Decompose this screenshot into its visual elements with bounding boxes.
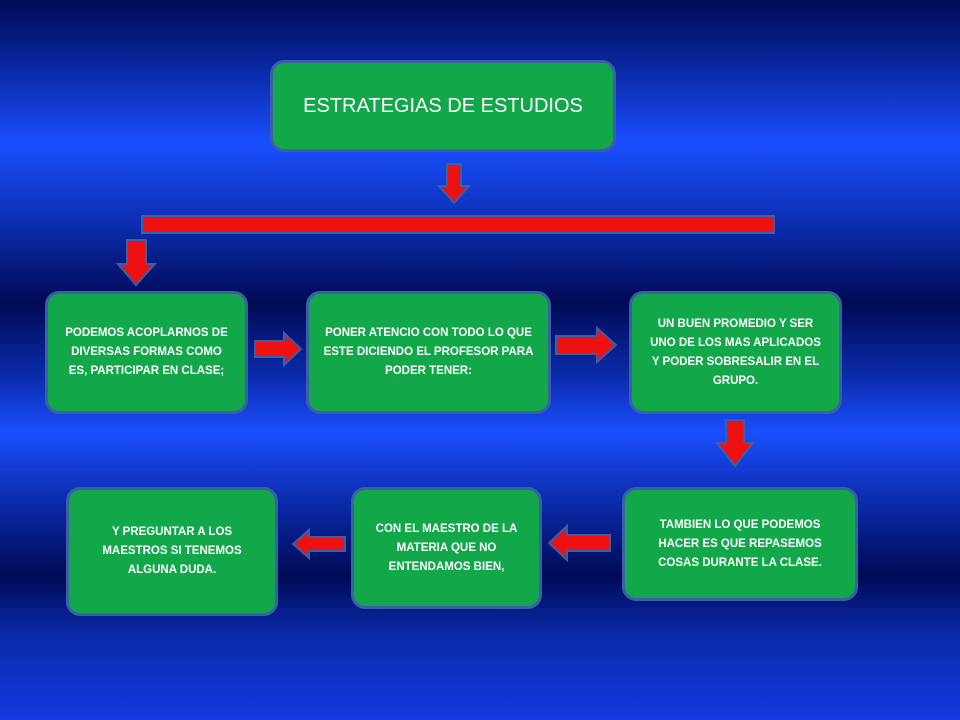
step-box-5: CON EL MAESTRO DE LA MATERIA QUE NO ENTE…: [351, 487, 542, 609]
step-text-3: UN BUEN PROMEDIO Y SER UNO DE LOS MAS AP…: [650, 317, 821, 387]
step-box-2: PONER ATENCIO CON TODO LO QUE ESTE DICIE…: [306, 291, 551, 414]
step-text-2: PONER ATENCIO CON TODO LO QUE ESTE DICIE…: [323, 327, 534, 377]
arrow-left-2-icon: [291, 527, 346, 561]
arrow-right-2-icon: [555, 325, 618, 365]
arrow-left-1-icon: [547, 523, 611, 563]
arrow-down-first-icon: [115, 239, 158, 287]
branch-bar: [141, 215, 775, 234]
diagram-title: ESTRATEGIAS DE ESTUDIOS: [303, 95, 583, 117]
arrow-down-right-icon: [714, 419, 756, 468]
step-text-5: CON EL MAESTRO DE LA MATERIA QUE NO ENTE…: [375, 522, 518, 573]
step-box-6: Y PREGUNTAR A LOS MAESTROS SI TENEMOS AL…: [66, 487, 278, 616]
title-box: ESTRATEGIAS DE ESTUDIOS: [270, 60, 616, 152]
step-text-1: PODEMOS ACOPLARNOS DE DIVERSAS FORMAS CO…: [65, 327, 228, 377]
arrow-right-1-icon: [254, 330, 303, 368]
step-box-3: UN BUEN PROMEDIO Y SER UNO DE LOS MAS AP…: [629, 291, 842, 414]
step-text-6: Y PREGUNTAR A LOS MAESTROS SI TENEMOS AL…: [102, 526, 242, 576]
step-box-1: PODEMOS ACOPLARNOS DE DIVERSAS FORMAS CO…: [45, 291, 248, 414]
step-box-4: TAMBIEN LO QUE PODEMOS HACER ES QUE REPA…: [622, 487, 858, 601]
arrow-down-title-icon: [436, 163, 472, 205]
step-text-4: TAMBIEN LO QUE PODEMOS HACER ES QUE REPA…: [658, 518, 822, 569]
